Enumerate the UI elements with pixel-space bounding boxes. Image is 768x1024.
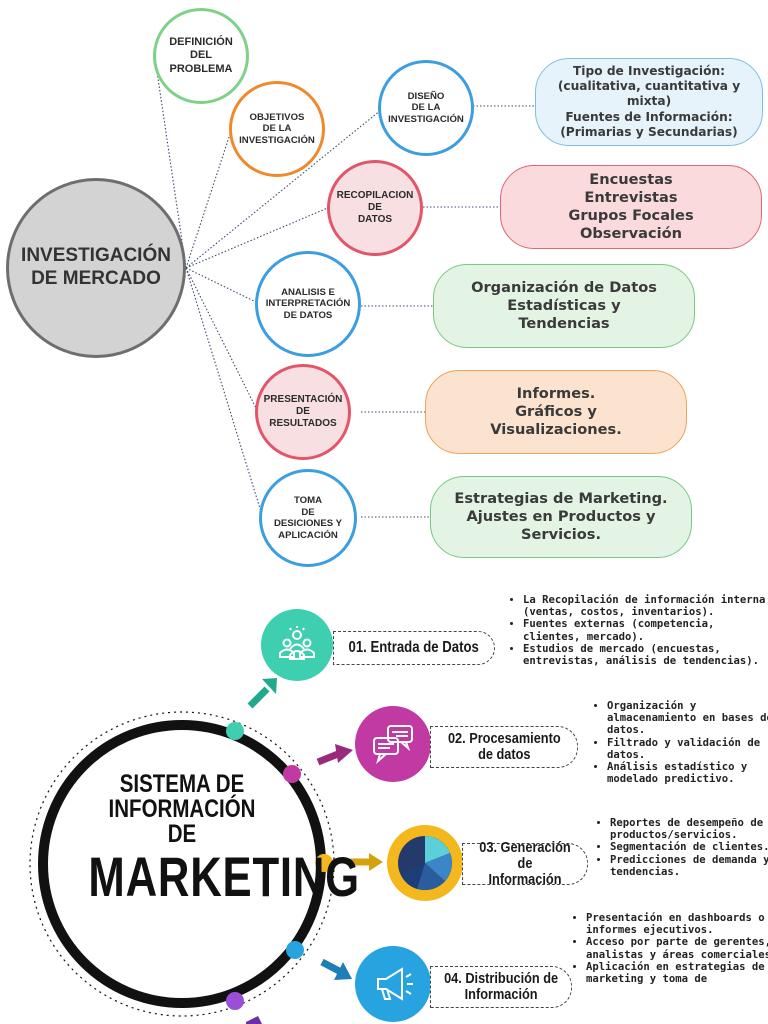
ring-dot-3	[315, 854, 333, 872]
step-label: ANALISIS E INTERPRETACIÓN DE DATOS	[265, 286, 351, 321]
people-icon	[279, 626, 315, 660]
connector-lines	[154, 57, 535, 518]
bullet: La Recopilación de información interna (…	[523, 594, 768, 618]
detail-analisis: Organización de Datos Estadísticas y Ten…	[433, 264, 695, 348]
ring-dot-4	[286, 941, 304, 959]
step-label: TOMA DE DESICIONES Y APLICACIÓN	[273, 495, 343, 541]
bullet: Filtrado y validación de datos.	[607, 737, 768, 761]
stage-03-label: 03. Generación de Información	[462, 840, 588, 887]
bullet: Aplicación en estrategias de marketing y…	[586, 961, 768, 985]
stage-02-bullets: Organización y almacenamiento en bases d…	[593, 700, 768, 785]
arrow-01	[247, 678, 277, 709]
stage-04-icon-circle	[355, 946, 431, 1022]
megaphone-icon	[377, 967, 413, 1001]
stage-01-label: 01. Entrada de Datos	[333, 631, 495, 665]
chat-icon	[373, 725, 413, 764]
sim-title-line2: INFORMACIÓN	[108, 795, 256, 823]
bullet: Reportes de desempeño de productos/servi…	[610, 817, 768, 841]
detail-toma: Estrategias de Marketing. Ajustes en Pro…	[430, 476, 692, 558]
sim-title-line3: DE	[167, 820, 197, 848]
stage-04-label: 04. Distribución de Información	[430, 966, 572, 1008]
stage-01-icon-circle	[261, 609, 333, 681]
arrow-03	[350, 853, 383, 871]
detail-diseno: Tipo de Investigación: (cualitativa, cua…	[535, 58, 763, 146]
bullet: Segmentación de clientes.	[610, 841, 768, 853]
bullet: Presentación en dashboards o informes ej…	[586, 912, 768, 936]
arrow-05	[246, 1016, 262, 1024]
stage-01-bullets: La Recopilación de información interna (…	[509, 594, 768, 667]
detail-text: Organización de Datos Estadísticas y Ten…	[471, 278, 657, 333]
step-toma-decisiones: TOMA DE DESICIONES Y APLICACIÓN	[259, 469, 357, 567]
step-analisis-interpretacion: ANALISIS E INTERPRETACIÓN DE DATOS	[255, 251, 361, 357]
stage-04-bullets: Presentación en dashboards o informes ej…	[572, 912, 768, 985]
ring-dot-2	[283, 765, 301, 783]
arrow-02	[316, 744, 353, 766]
step-label: OBJETIVOS DE LA INVESTIGACIÓN	[239, 111, 315, 146]
bullet: Predicciones de demanda y tendencias.	[610, 854, 768, 878]
bullet: Fuentes externas (competencia, clientes,…	[523, 618, 768, 642]
stage-02-icon-circle	[355, 706, 431, 782]
detail-presentacion: Informes. Gráficos y Visualizaciones.	[425, 370, 687, 454]
main-topic-label: INVESTIGACIÓN DE MERCADO	[21, 245, 171, 289]
sim-title: SISTEMA DE INFORMACIÓN DE MARKETING	[62, 770, 360, 908]
step-diseno-investigacion: DISEÑO DE LA INVESTIGACIÓN	[378, 60, 474, 156]
detail-text: Tipo de Investigación: (cualitativa, cua…	[557, 63, 741, 139]
bullet: Análisis estadístico y modelado predicti…	[607, 761, 768, 785]
main-topic-circle: INVESTIGACIÓN DE MERCADO	[6, 178, 186, 358]
sim-title-line1: SISTEMA DE	[119, 770, 245, 798]
step-recopilacion-datos: RECOPILACION DE DATOS	[327, 160, 423, 256]
detail-recopilacion: Encuestas Entrevistas Grupos Focales Obs…	[500, 165, 762, 249]
bullet: Acceso por parte de gerentes, analistas …	[586, 936, 768, 960]
step-presentacion-resultados: PRESENTACIÓN DE RESULTADOS	[255, 364, 351, 460]
step-definicion-problema: DEFINICIÓN DEL PROBLEMA	[153, 8, 249, 104]
step-label: RECOPILACION DE DATOS	[336, 190, 414, 225]
arrow-04	[320, 958, 352, 980]
step-label: DISEÑO DE LA INVESTIGACIÓN	[388, 90, 464, 125]
step-objetivos-investigacion: OBJETIVOS DE LA INVESTIGACIÓN	[229, 81, 325, 177]
bullet: Estudios de mercado (encuestas, entrevis…	[523, 643, 768, 667]
sim-ring-graphic	[29, 678, 383, 1024]
stage-02-label: 02. Procesamiento de datos	[430, 726, 578, 768]
stage-03-bullets: Reportes de desempeño de productos/servi…	[596, 817, 768, 878]
ring-dot-5	[226, 992, 244, 1010]
detail-text: Encuestas Entrevistas Grupos Focales Obs…	[568, 170, 694, 243]
step-label: DEFINICIÓN DEL PROBLEMA	[169, 36, 233, 75]
pie-chart-icon	[398, 836, 452, 891]
ring-dot-1	[226, 722, 244, 740]
sim-title-big: MARKETING	[88, 845, 360, 908]
stage-03-icon-circle	[387, 825, 463, 901]
detail-text: Estrategias de Marketing. Ajustes en Pro…	[454, 489, 668, 544]
step-label: PRESENTACIÓN DE RESULTADOS	[263, 394, 343, 429]
bullet: Organización y almacenamiento en bases d…	[607, 700, 768, 737]
detail-text: Informes. Gráficos y Visualizaciones.	[490, 384, 622, 439]
